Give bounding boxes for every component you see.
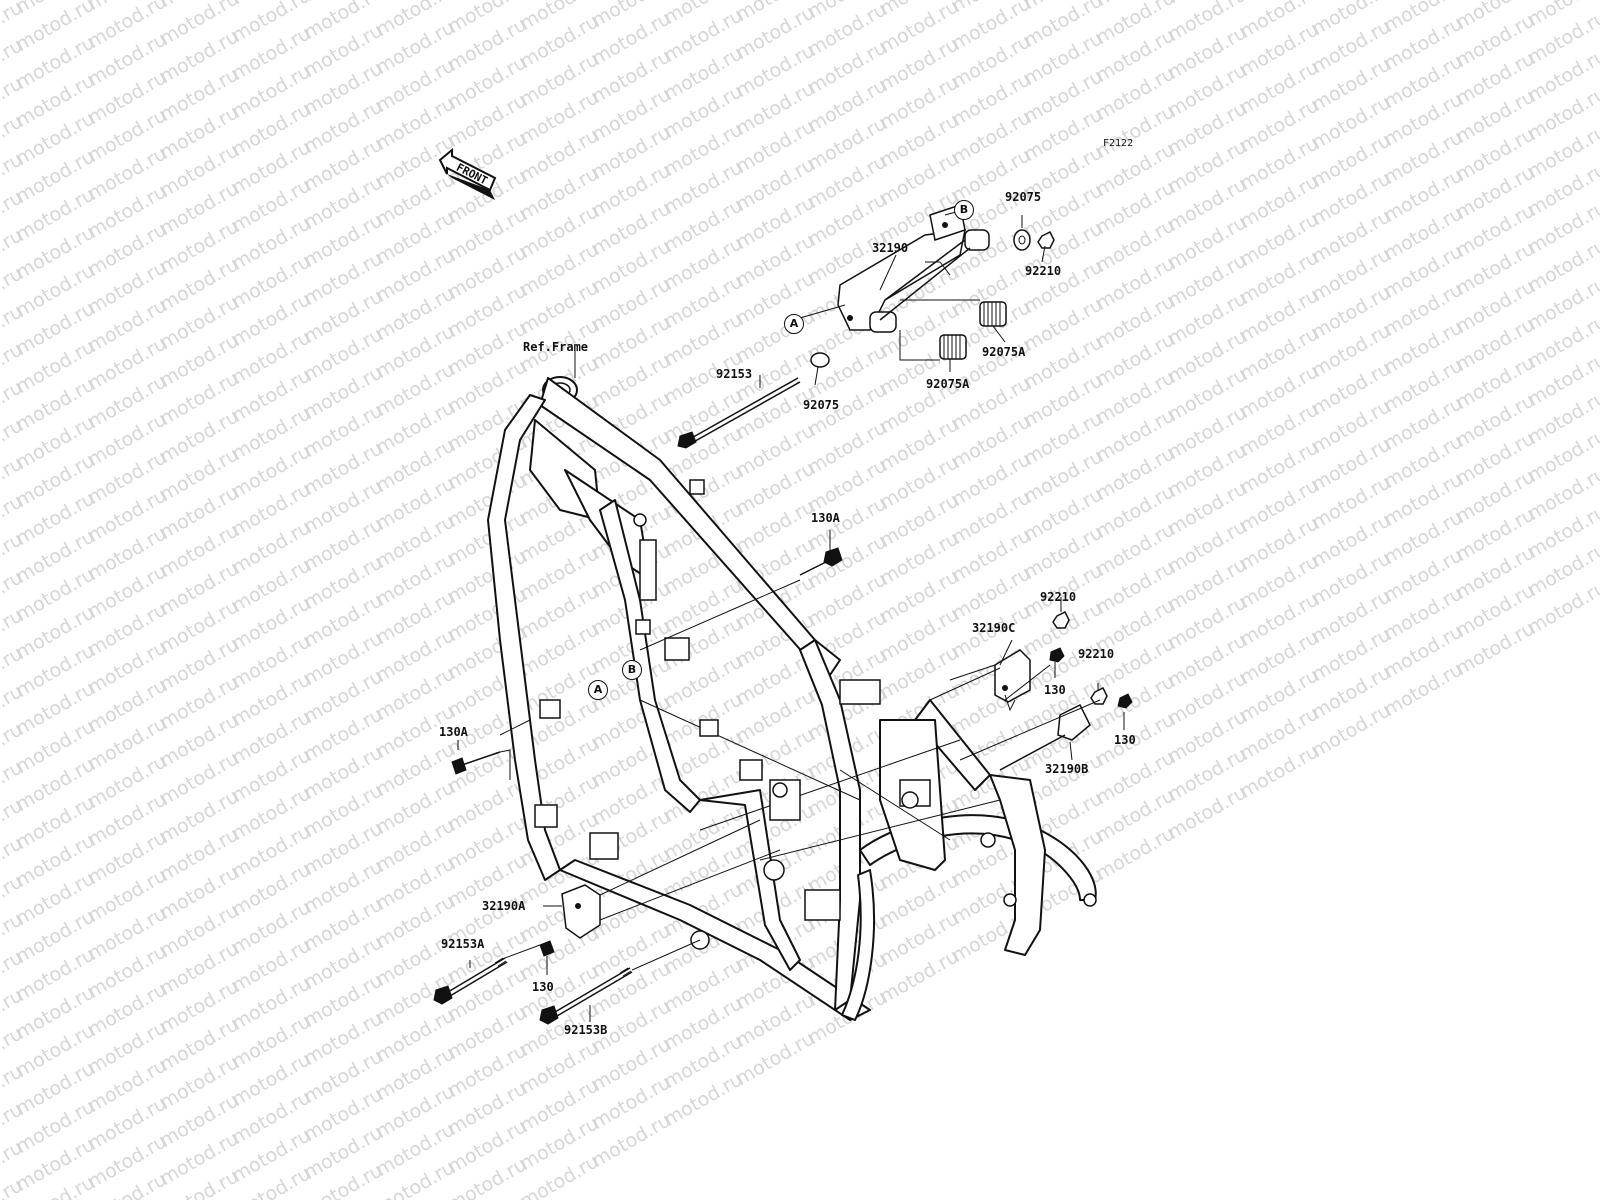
part-label-92153: 92153 — [716, 367, 753, 381]
motorcycle-frame — [487, 376, 1097, 1021]
part-label-92210-right: 92210 — [1078, 647, 1115, 661]
collar-92075a-right-icon — [979, 301, 1007, 327]
part-label-130-right2: 130 — [1114, 733, 1136, 747]
bolt-92153b-icon — [539, 967, 633, 1025]
callout-b-frame: B — [622, 660, 642, 680]
bolt-130a-left-icon — [451, 751, 501, 775]
nut-92210-right-icon — [1090, 686, 1108, 705]
part-label-130-bottom: 130 — [532, 980, 554, 994]
part-label-92075a-left: 92075A — [926, 377, 970, 391]
part-label-92075-top: 92075 — [1005, 190, 1042, 204]
front-arrow-icon: FRONT — [438, 147, 497, 200]
part-label-130a-left: 130A — [439, 725, 468, 739]
collar-92075a-left-icon — [939, 334, 967, 360]
part-label-92153b: 92153B — [564, 1023, 608, 1037]
bolt-130-bottom-icon — [539, 940, 555, 957]
ref-frame-label: Ref.Frame — [523, 340, 589, 354]
part-label-92075-left: 92075 — [803, 398, 840, 412]
part-label-130a-top: 130A — [811, 511, 840, 525]
bolt-130-right2-icon — [1117, 693, 1133, 709]
bolt-92153a-icon — [433, 957, 508, 1005]
part-label-32190c: 32190C — [972, 621, 1016, 635]
diagram-code: F2122 — [1103, 138, 1134, 149]
bolt-130-right1-icon — [1049, 647, 1065, 663]
part-label-32190: 32190 — [872, 241, 909, 255]
part-label-92210-top: 92210 — [1025, 264, 1062, 278]
part-label-32190b: 32190B — [1045, 762, 1089, 776]
engine-mount-32190 — [837, 204, 990, 333]
part-label-92075a-right: 92075A — [982, 345, 1026, 359]
callout-b-top: B — [954, 200, 974, 220]
part-label-130-right1: 130 — [1044, 683, 1066, 697]
part-label-92153a: 92153A — [441, 937, 485, 951]
washer-92075-left-icon — [810, 352, 830, 368]
plate-32190a-icon — [561, 884, 601, 939]
bolt-92153-icon — [677, 377, 801, 449]
nut-92210-top-icon — [1037, 230, 1055, 249]
plate-32190c-icon — [994, 649, 1031, 712]
bolt-130a-top-icon — [799, 530, 843, 576]
callout-a-top: A — [784, 314, 804, 334]
callout-a-frame: A — [588, 680, 608, 700]
part-label-32190a: 32190A — [482, 899, 526, 913]
part-label-92210-mid: 92210 — [1040, 590, 1077, 604]
plate-32190b-icon — [999, 703, 1091, 771]
nut-92210-mid-icon — [1052, 610, 1070, 629]
